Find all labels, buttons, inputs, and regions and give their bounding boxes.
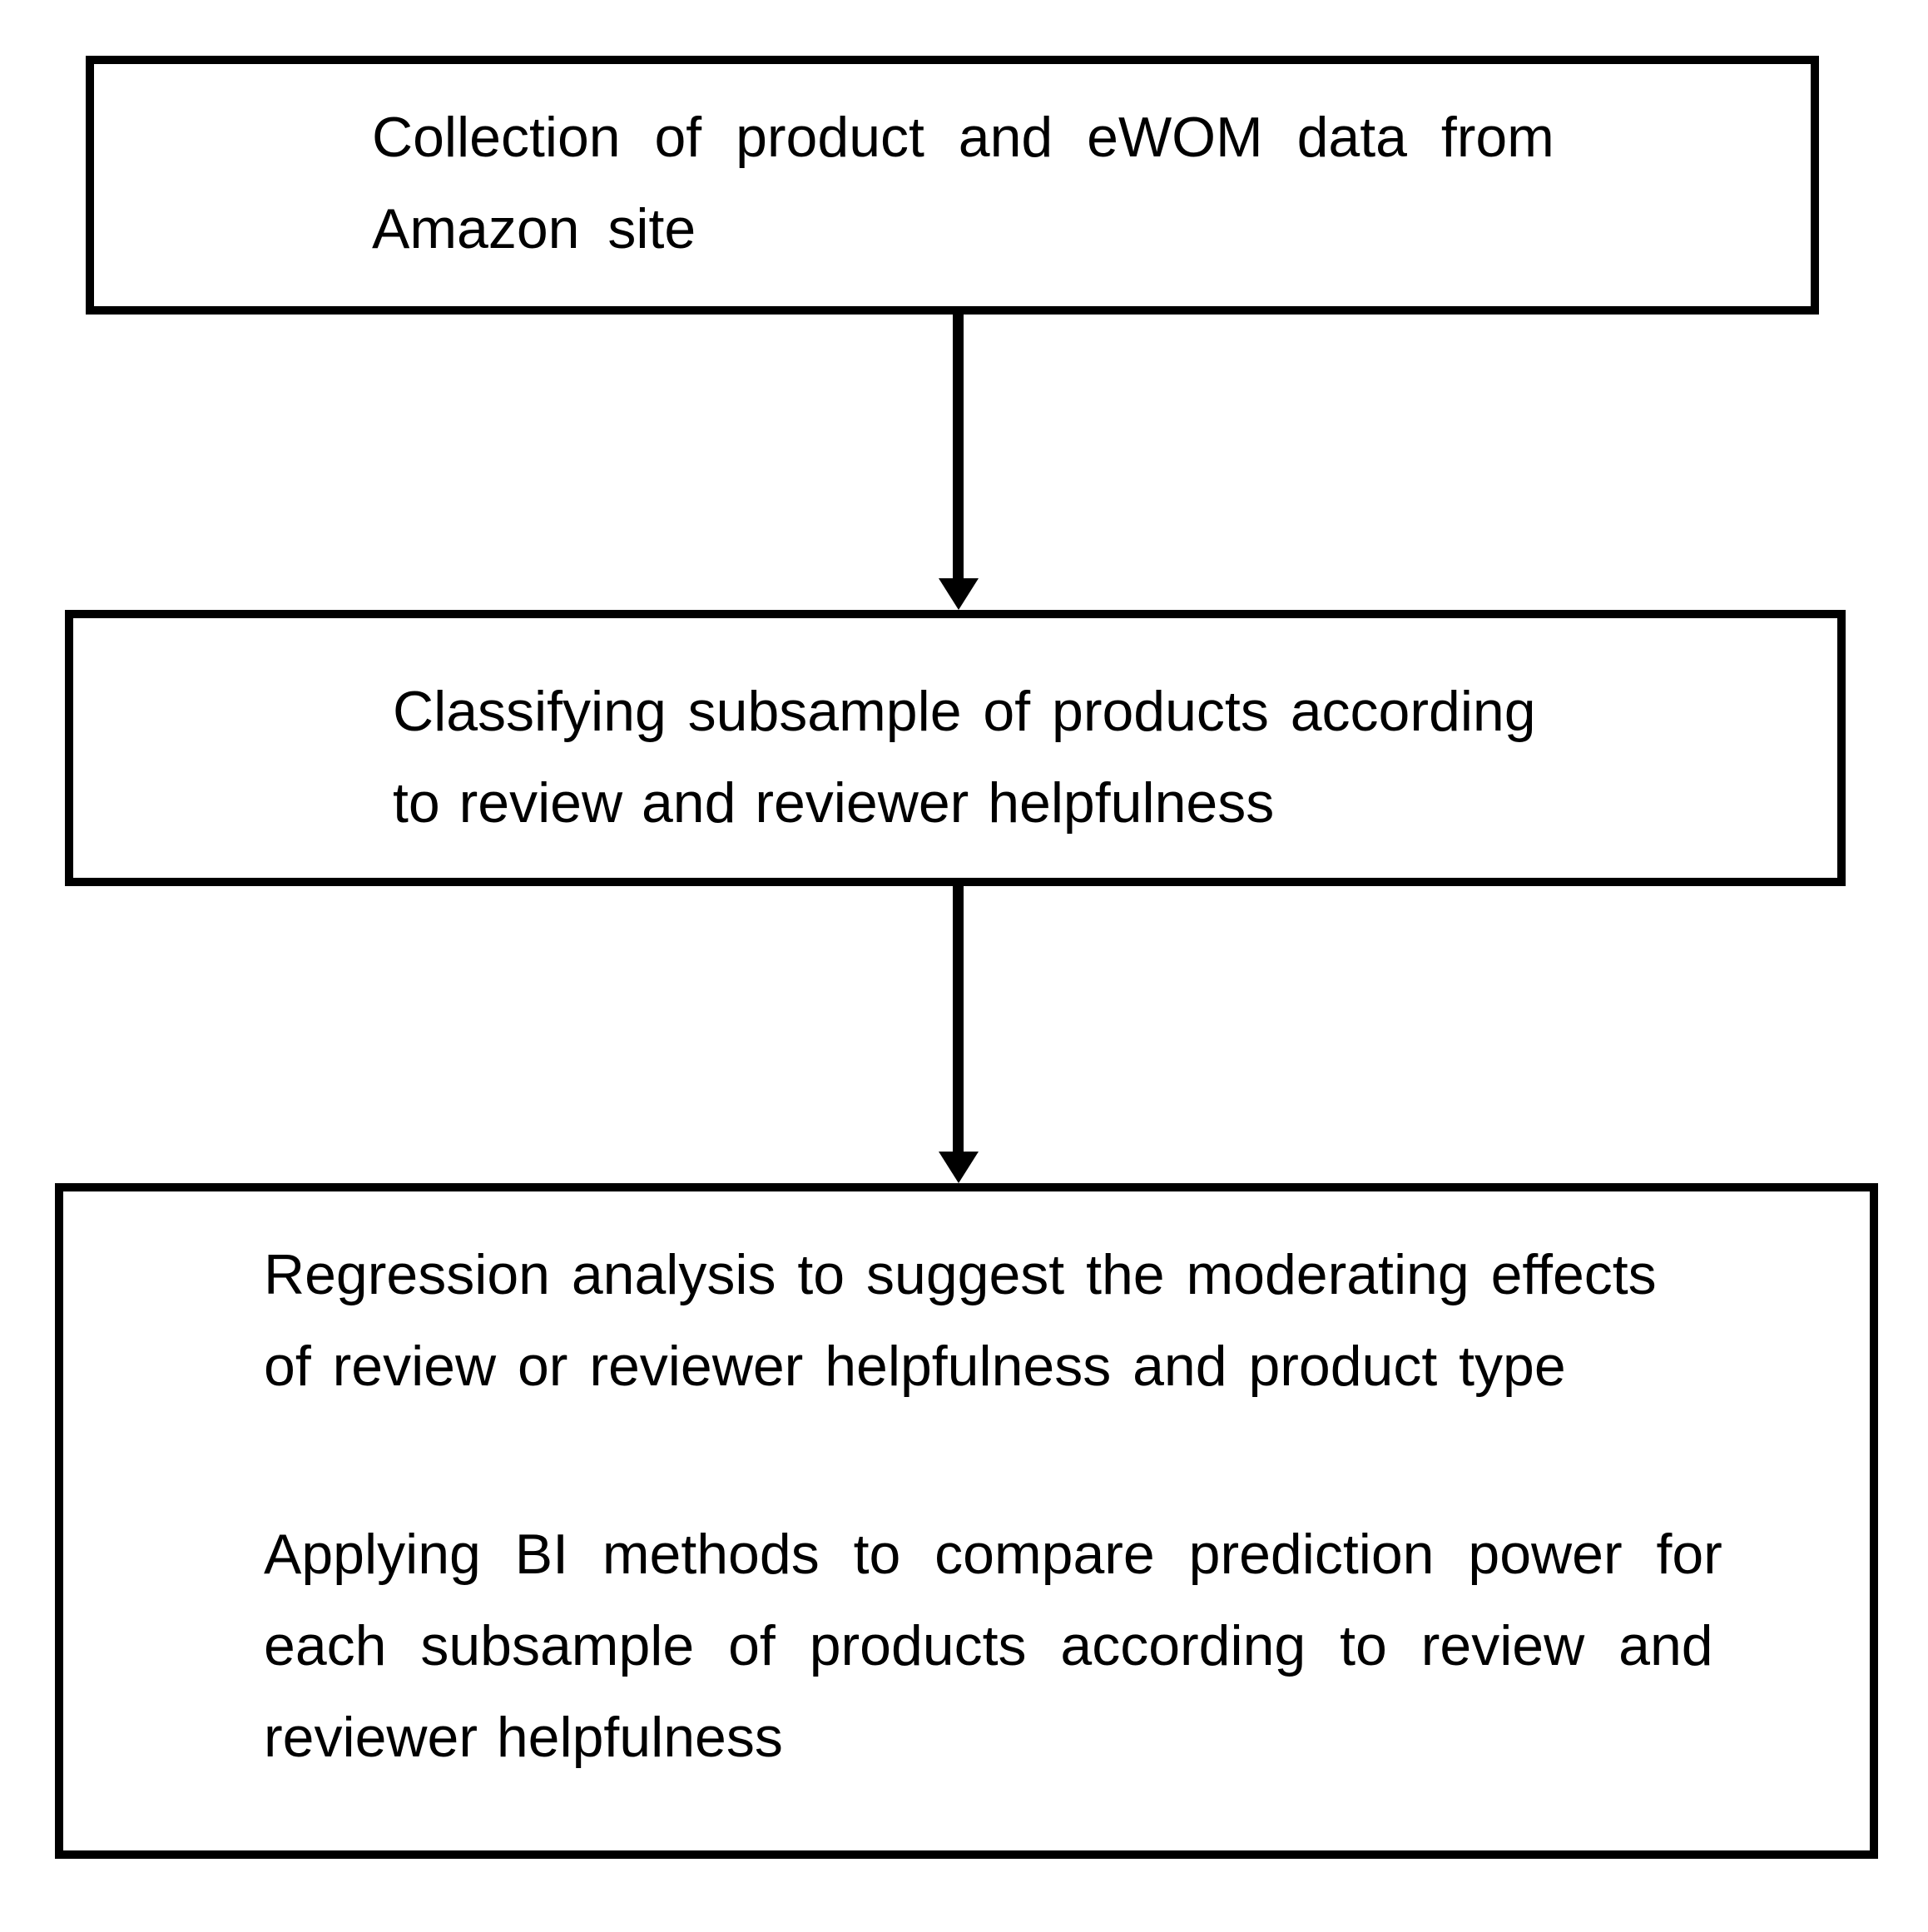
box-text-line: Amazon site [372,197,696,260]
arrowhead-down-icon [939,578,979,610]
box-text-line: Classifying subsample of products accord… [393,680,1536,743]
flow-box-classification: Classifying subsample of products accord… [65,610,1846,886]
box-text-line: Applying BI methods to compare predictio… [264,1523,1722,1586]
down-arrow-1 [939,314,979,610]
box-text-line: each subsample of products according to … [264,1614,1713,1677]
arrowhead-down-icon [939,1152,979,1183]
flow-box-data-collection: Collection of product and eWOM data from… [86,56,1819,315]
flow-box-analysis: Regression analysis to suggest the moder… [55,1183,1878,1859]
arrow-shaft [953,314,964,580]
box-text-line: of review or reviewer helpfulness and pr… [264,1335,1566,1398]
down-arrow-2 [939,886,979,1183]
regression-paragraph: Regression analysis to suggest the moder… [264,1229,1737,1412]
bi-methods-paragraph: Applying BI methods to compare predictio… [264,1508,1737,1783]
arrow-shaft [953,886,964,1153]
box-text-line: Collection of product and eWOM data from [372,106,1554,169]
box-text-line: reviewer helpfulness [264,1706,783,1769]
box-text-line: Regression analysis to suggest the moder… [264,1243,1657,1306]
box-text-line: to review and reviewer helpfulness [393,771,1275,835]
